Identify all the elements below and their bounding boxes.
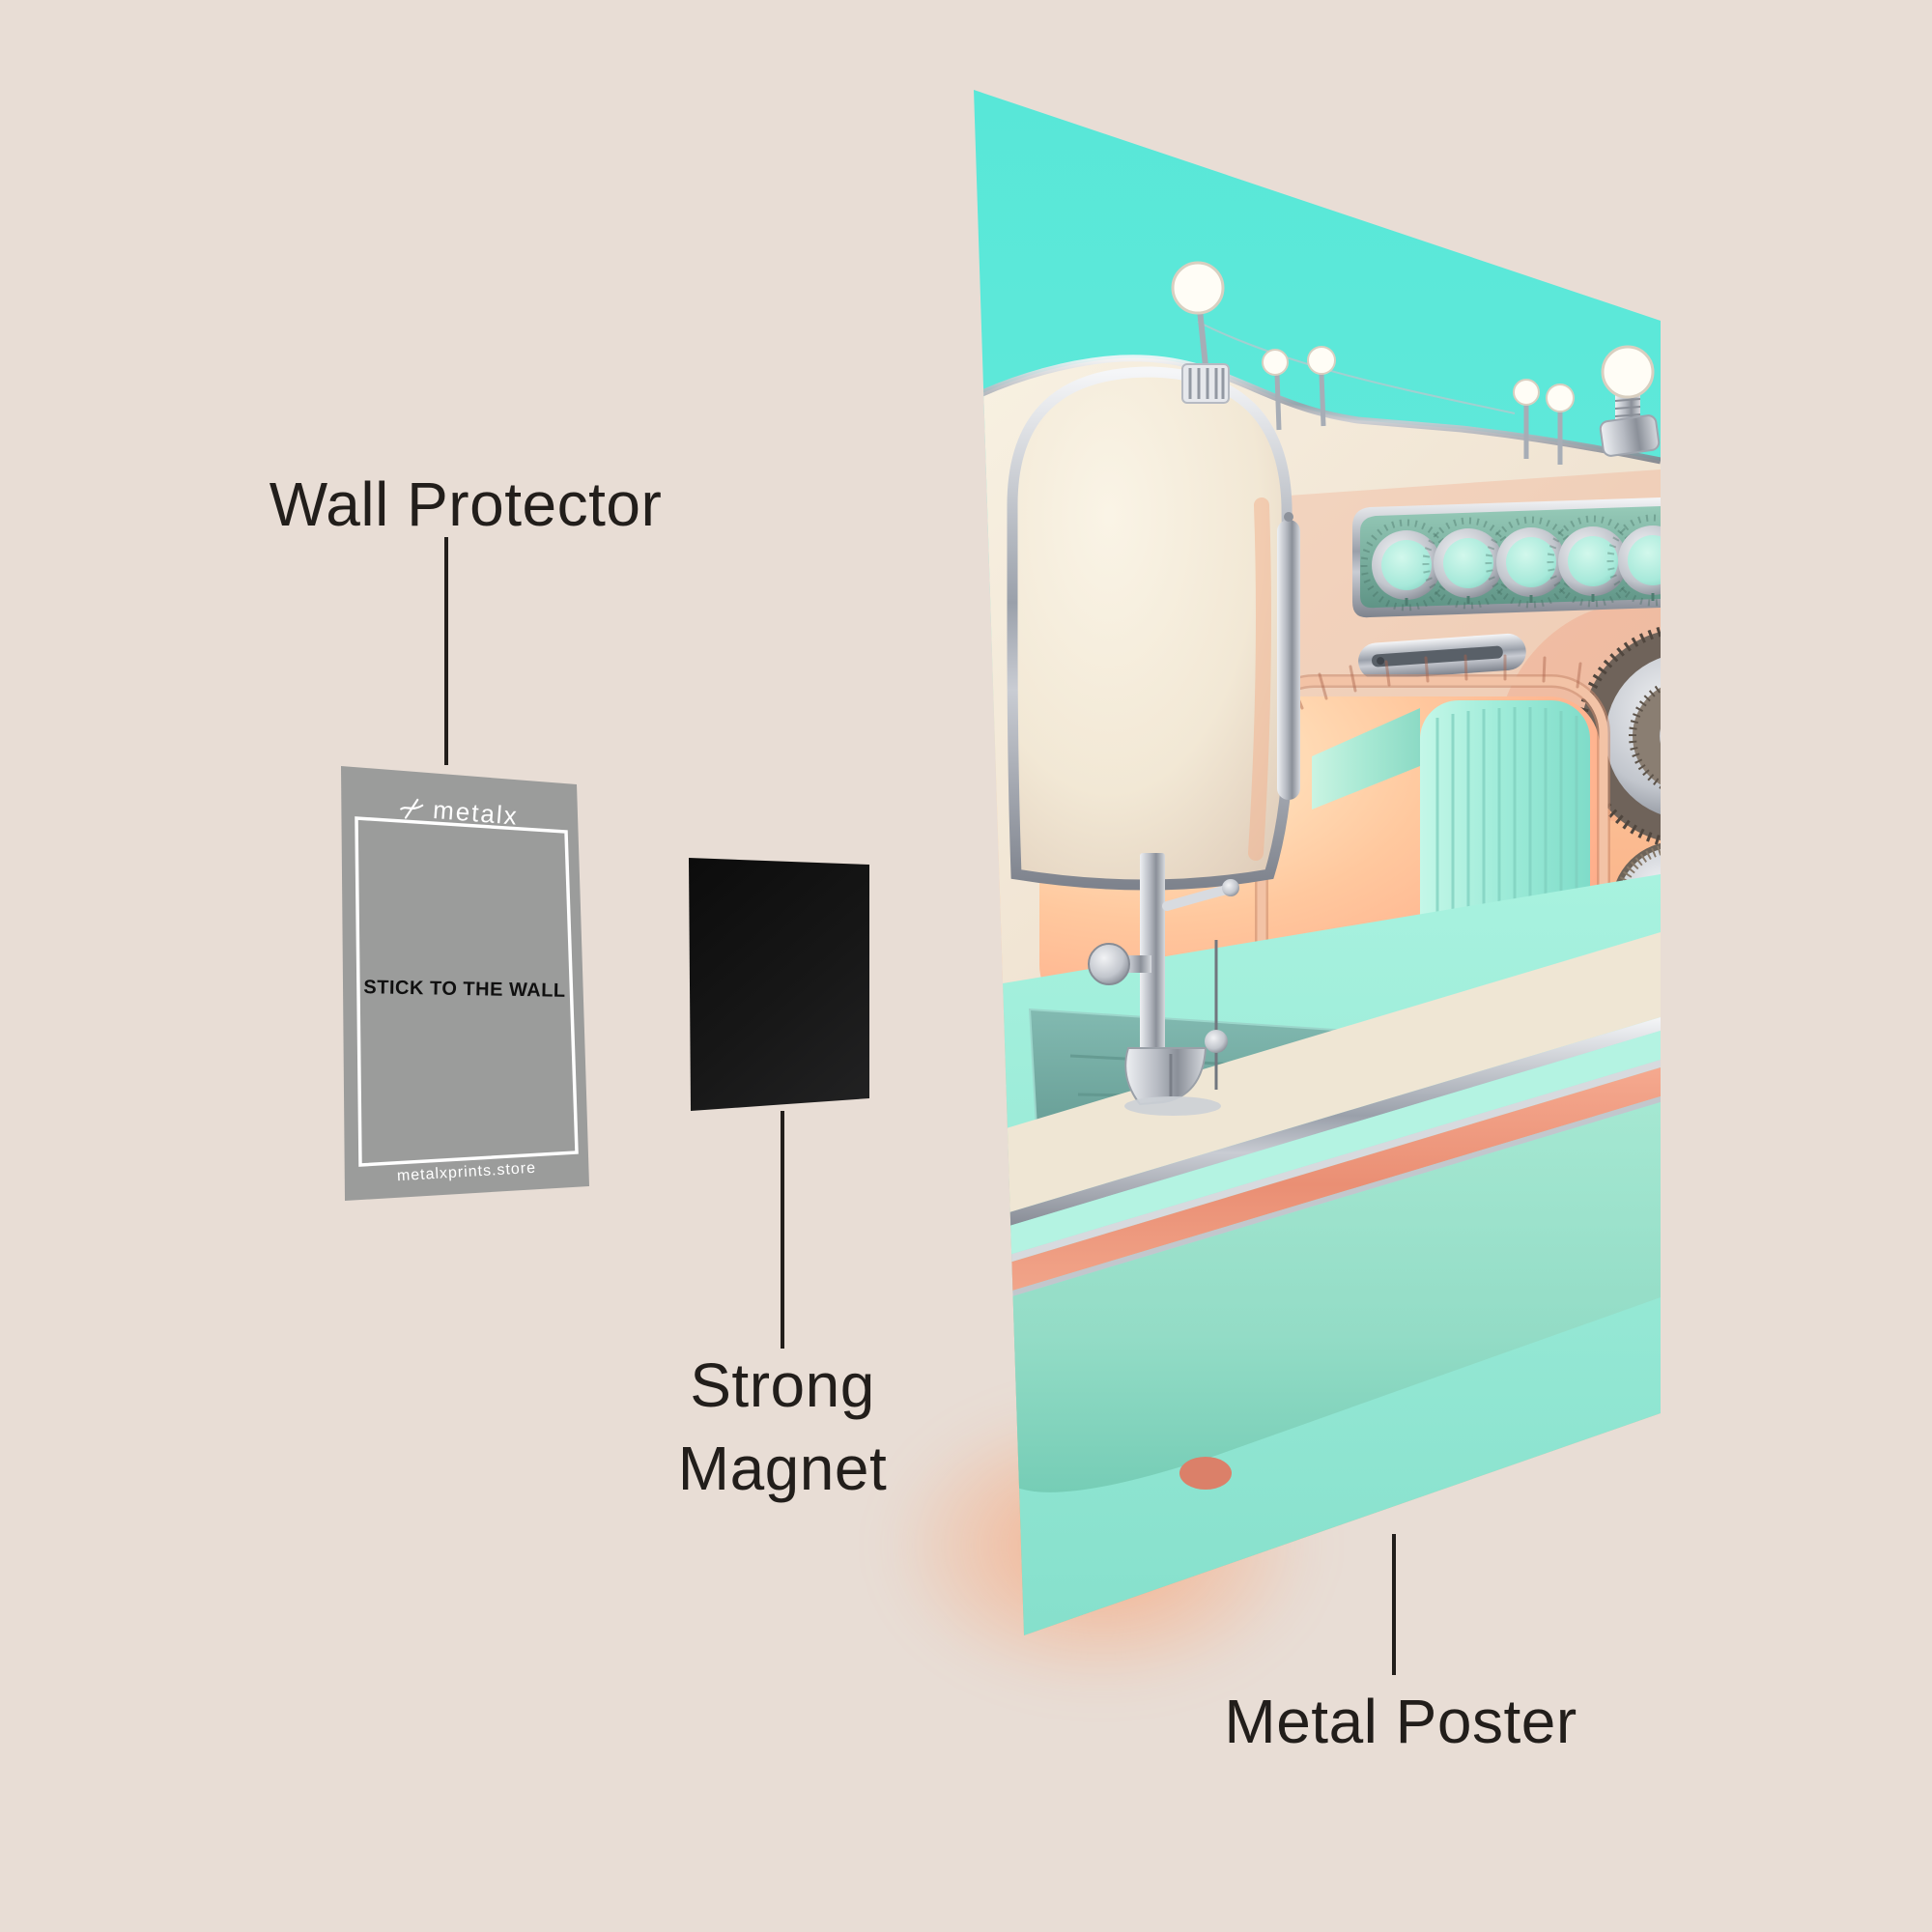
strong-magnet-label-line1: Strong (690, 1350, 875, 1420)
thumb-screw (1088, 943, 1130, 985)
base-foot-peg (1179, 1457, 1232, 1490)
stitch-selector-slot (1358, 633, 1526, 680)
presser-bar (1140, 853, 1165, 1051)
strong-magnet-label-line2: Magnet (677, 1433, 888, 1503)
machine-base (974, 874, 1661, 1635)
needle-assembly (1088, 853, 1239, 1116)
deck-chrome-trim (974, 355, 1661, 465)
control-panel (1352, 497, 1661, 618)
thread-wire (1197, 321, 1516, 414)
base-chrome-trim-3 (974, 1096, 1661, 1308)
strong-magnet (689, 858, 869, 1111)
metal-poster-leader-line (1392, 1534, 1396, 1675)
spool-pins (1171, 261, 1661, 465)
wall-protector-card: metalx STICK TO THE WALL metalxprints.st… (341, 766, 590, 1201)
pin-head (1262, 349, 1289, 376)
wall-protector-label: Wall Protector (269, 469, 663, 539)
metalx-logo-icon (400, 798, 424, 819)
sewing-machine (974, 261, 1661, 1635)
base-chrome-trim-2 (974, 1060, 1661, 1273)
pin-head (1513, 379, 1540, 406)
pin-head (1546, 384, 1575, 412)
base-mint-band (974, 1031, 1661, 1265)
wall-protector-card-shape (341, 766, 589, 1201)
metal-poster-label: Metal Poster (1224, 1687, 1577, 1756)
card-inner-border (355, 816, 579, 1167)
pin-head (1307, 346, 1336, 375)
base-cream-band (974, 932, 1661, 1223)
panel-knobs (1360, 514, 1661, 611)
take-up-lever (1162, 885, 1232, 911)
base-salmon-stripe (974, 1067, 1661, 1302)
card-brand-logo: metalx (340, 788, 578, 837)
metal-poster-artwork (974, 90, 1661, 1635)
pin-head (1171, 261, 1225, 315)
strong-magnet-label: Strong Magnet (541, 1345, 1024, 1511)
thread-guide-bar (1277, 520, 1300, 800)
screw-pin-base (1599, 414, 1661, 457)
base-chrome-trim (974, 1017, 1661, 1236)
machine-head (1007, 366, 1300, 891)
card-face (341, 766, 589, 1201)
base-shell (974, 1102, 1661, 1492)
wall-protector-leader-line (444, 537, 448, 765)
strong-magnet-leader-line (781, 1111, 784, 1349)
pin-head (1601, 345, 1655, 399)
card-center-text: STICK TO THE WALL (363, 977, 566, 1002)
